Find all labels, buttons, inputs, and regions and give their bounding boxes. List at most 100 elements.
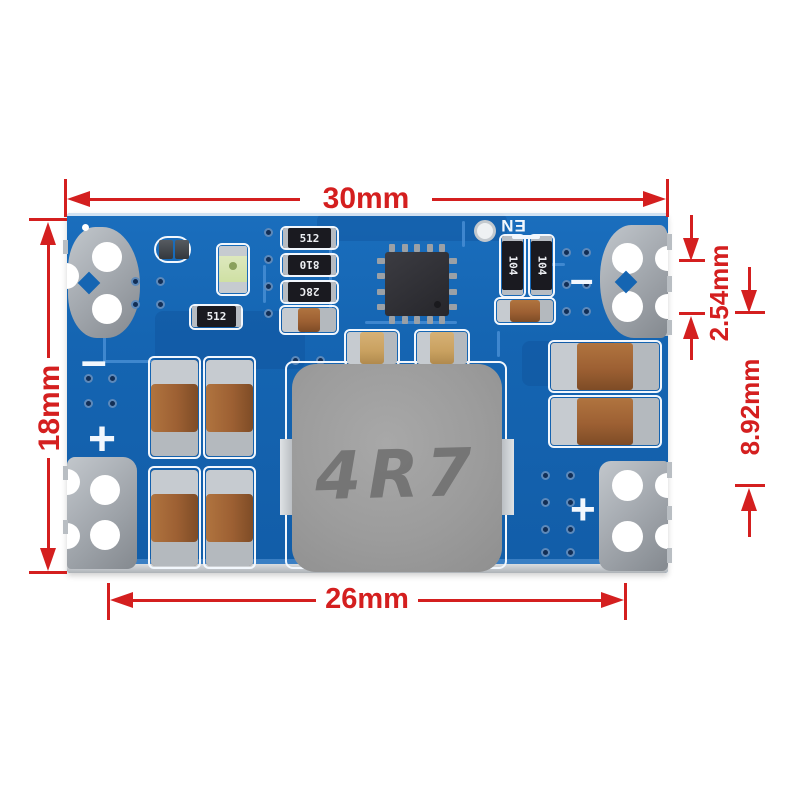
capacitor — [417, 332, 467, 364]
dim-line — [131, 599, 316, 602]
dim-arrow-down — [683, 238, 699, 261]
mounting-hole — [90, 520, 120, 550]
via — [541, 471, 550, 480]
trace — [103, 331, 106, 363]
capacitor — [151, 470, 198, 566]
dim-arrow-left — [67, 191, 90, 207]
capacitor-outline — [148, 466, 201, 569]
dim-label-width: 30mm — [322, 182, 410, 215]
led-die — [229, 262, 237, 270]
plus-marking-output: + — [570, 485, 596, 534]
dim-line — [748, 509, 751, 537]
edge-tab — [667, 506, 672, 520]
inductor-terminal — [498, 439, 514, 515]
resistor-marking: 512 — [206, 310, 227, 323]
via — [582, 248, 591, 257]
via — [84, 399, 93, 408]
dim-arrow-left — [110, 592, 133, 608]
mounting-hole — [92, 294, 122, 324]
capacitor-outline — [548, 340, 662, 393]
dim-label-hole-spacing: 26mm — [325, 583, 409, 615]
edge-castellation — [655, 473, 668, 498]
edge-castellation — [67, 469, 80, 495]
dim-label-pad-row-spacing: 8.92mm — [735, 358, 765, 456]
edge-tab — [667, 276, 672, 292]
edge-tab — [667, 234, 672, 250]
via — [264, 228, 273, 237]
capacitor-outline — [279, 305, 339, 335]
capacitor — [282, 308, 336, 332]
enable-label-bar — [512, 235, 540, 239]
resistor-outline — [280, 226, 339, 250]
ic-body — [385, 252, 449, 316]
mounting-hole — [612, 470, 643, 501]
resistor-marking: 28C — [299, 285, 320, 299]
edge-castellation — [655, 246, 668, 271]
dim-line — [47, 458, 50, 550]
led-outline — [216, 243, 250, 296]
inductor: 4R7 — [292, 364, 502, 572]
resistor: 810 — [283, 255, 336, 275]
dim-arrow-up — [741, 488, 757, 511]
via — [562, 248, 571, 257]
resistor-outline — [280, 280, 339, 304]
ic-pins-bottom — [389, 316, 445, 324]
ic-pins-top — [389, 244, 445, 252]
diode — [175, 240, 189, 259]
capacitor — [551, 398, 659, 445]
resistor-marking: 104 — [506, 255, 519, 276]
resistor: 512 — [283, 228, 336, 248]
capacitor-outline — [203, 466, 256, 569]
led — [219, 246, 247, 293]
resistor: 512 — [192, 306, 241, 327]
minus-marking-input: – — [81, 334, 107, 386]
edge-castellation — [655, 524, 668, 549]
dim-line — [432, 198, 644, 201]
mounting-hole — [90, 475, 120, 505]
mounting-hole — [612, 243, 643, 274]
dim-line — [690, 337, 693, 360]
edge-castellation — [67, 523, 80, 549]
resistor-marking: 512 — [299, 231, 320, 245]
edge-tab — [63, 240, 68, 254]
dim-tick — [64, 179, 67, 217]
ic-pin1-dot — [434, 301, 441, 308]
dim-arrow-down — [741, 290, 757, 313]
capacitor — [206, 470, 253, 566]
capacitor-outline — [203, 356, 256, 459]
via — [131, 300, 140, 309]
via — [541, 548, 550, 557]
dim-tick — [735, 484, 765, 487]
inductor-marking: 4R7 — [314, 433, 480, 515]
plus-marking-input: + — [88, 413, 117, 466]
minus-marking-output: – — [570, 255, 594, 302]
resistor-outline — [280, 253, 339, 277]
dim-arrow-right — [643, 191, 666, 207]
trace — [103, 360, 185, 363]
via — [566, 498, 575, 507]
mounting-hole — [612, 291, 643, 322]
via — [84, 374, 93, 383]
resistor: 104 — [502, 236, 523, 295]
edge-castellation — [655, 294, 668, 319]
trace — [497, 331, 500, 357]
resistor-marking: 104 — [535, 255, 548, 276]
via — [156, 277, 165, 286]
capacitor — [497, 300, 553, 322]
control-ic — [377, 244, 457, 324]
dim-line — [418, 599, 603, 602]
ic-pins-right — [449, 258, 457, 310]
dim-tick — [107, 583, 110, 620]
capacitor — [206, 360, 253, 456]
dim-tick — [29, 218, 67, 221]
fiducial-dot — [82, 224, 89, 231]
via — [131, 277, 140, 286]
via — [582, 307, 591, 316]
dim-line — [88, 198, 300, 201]
dim-line — [748, 267, 751, 293]
dim-tick — [666, 179, 669, 217]
dim-arrow-up — [40, 222, 56, 245]
edge-tab — [63, 466, 68, 480]
resistor: 104 — [531, 236, 552, 295]
via — [562, 280, 571, 289]
